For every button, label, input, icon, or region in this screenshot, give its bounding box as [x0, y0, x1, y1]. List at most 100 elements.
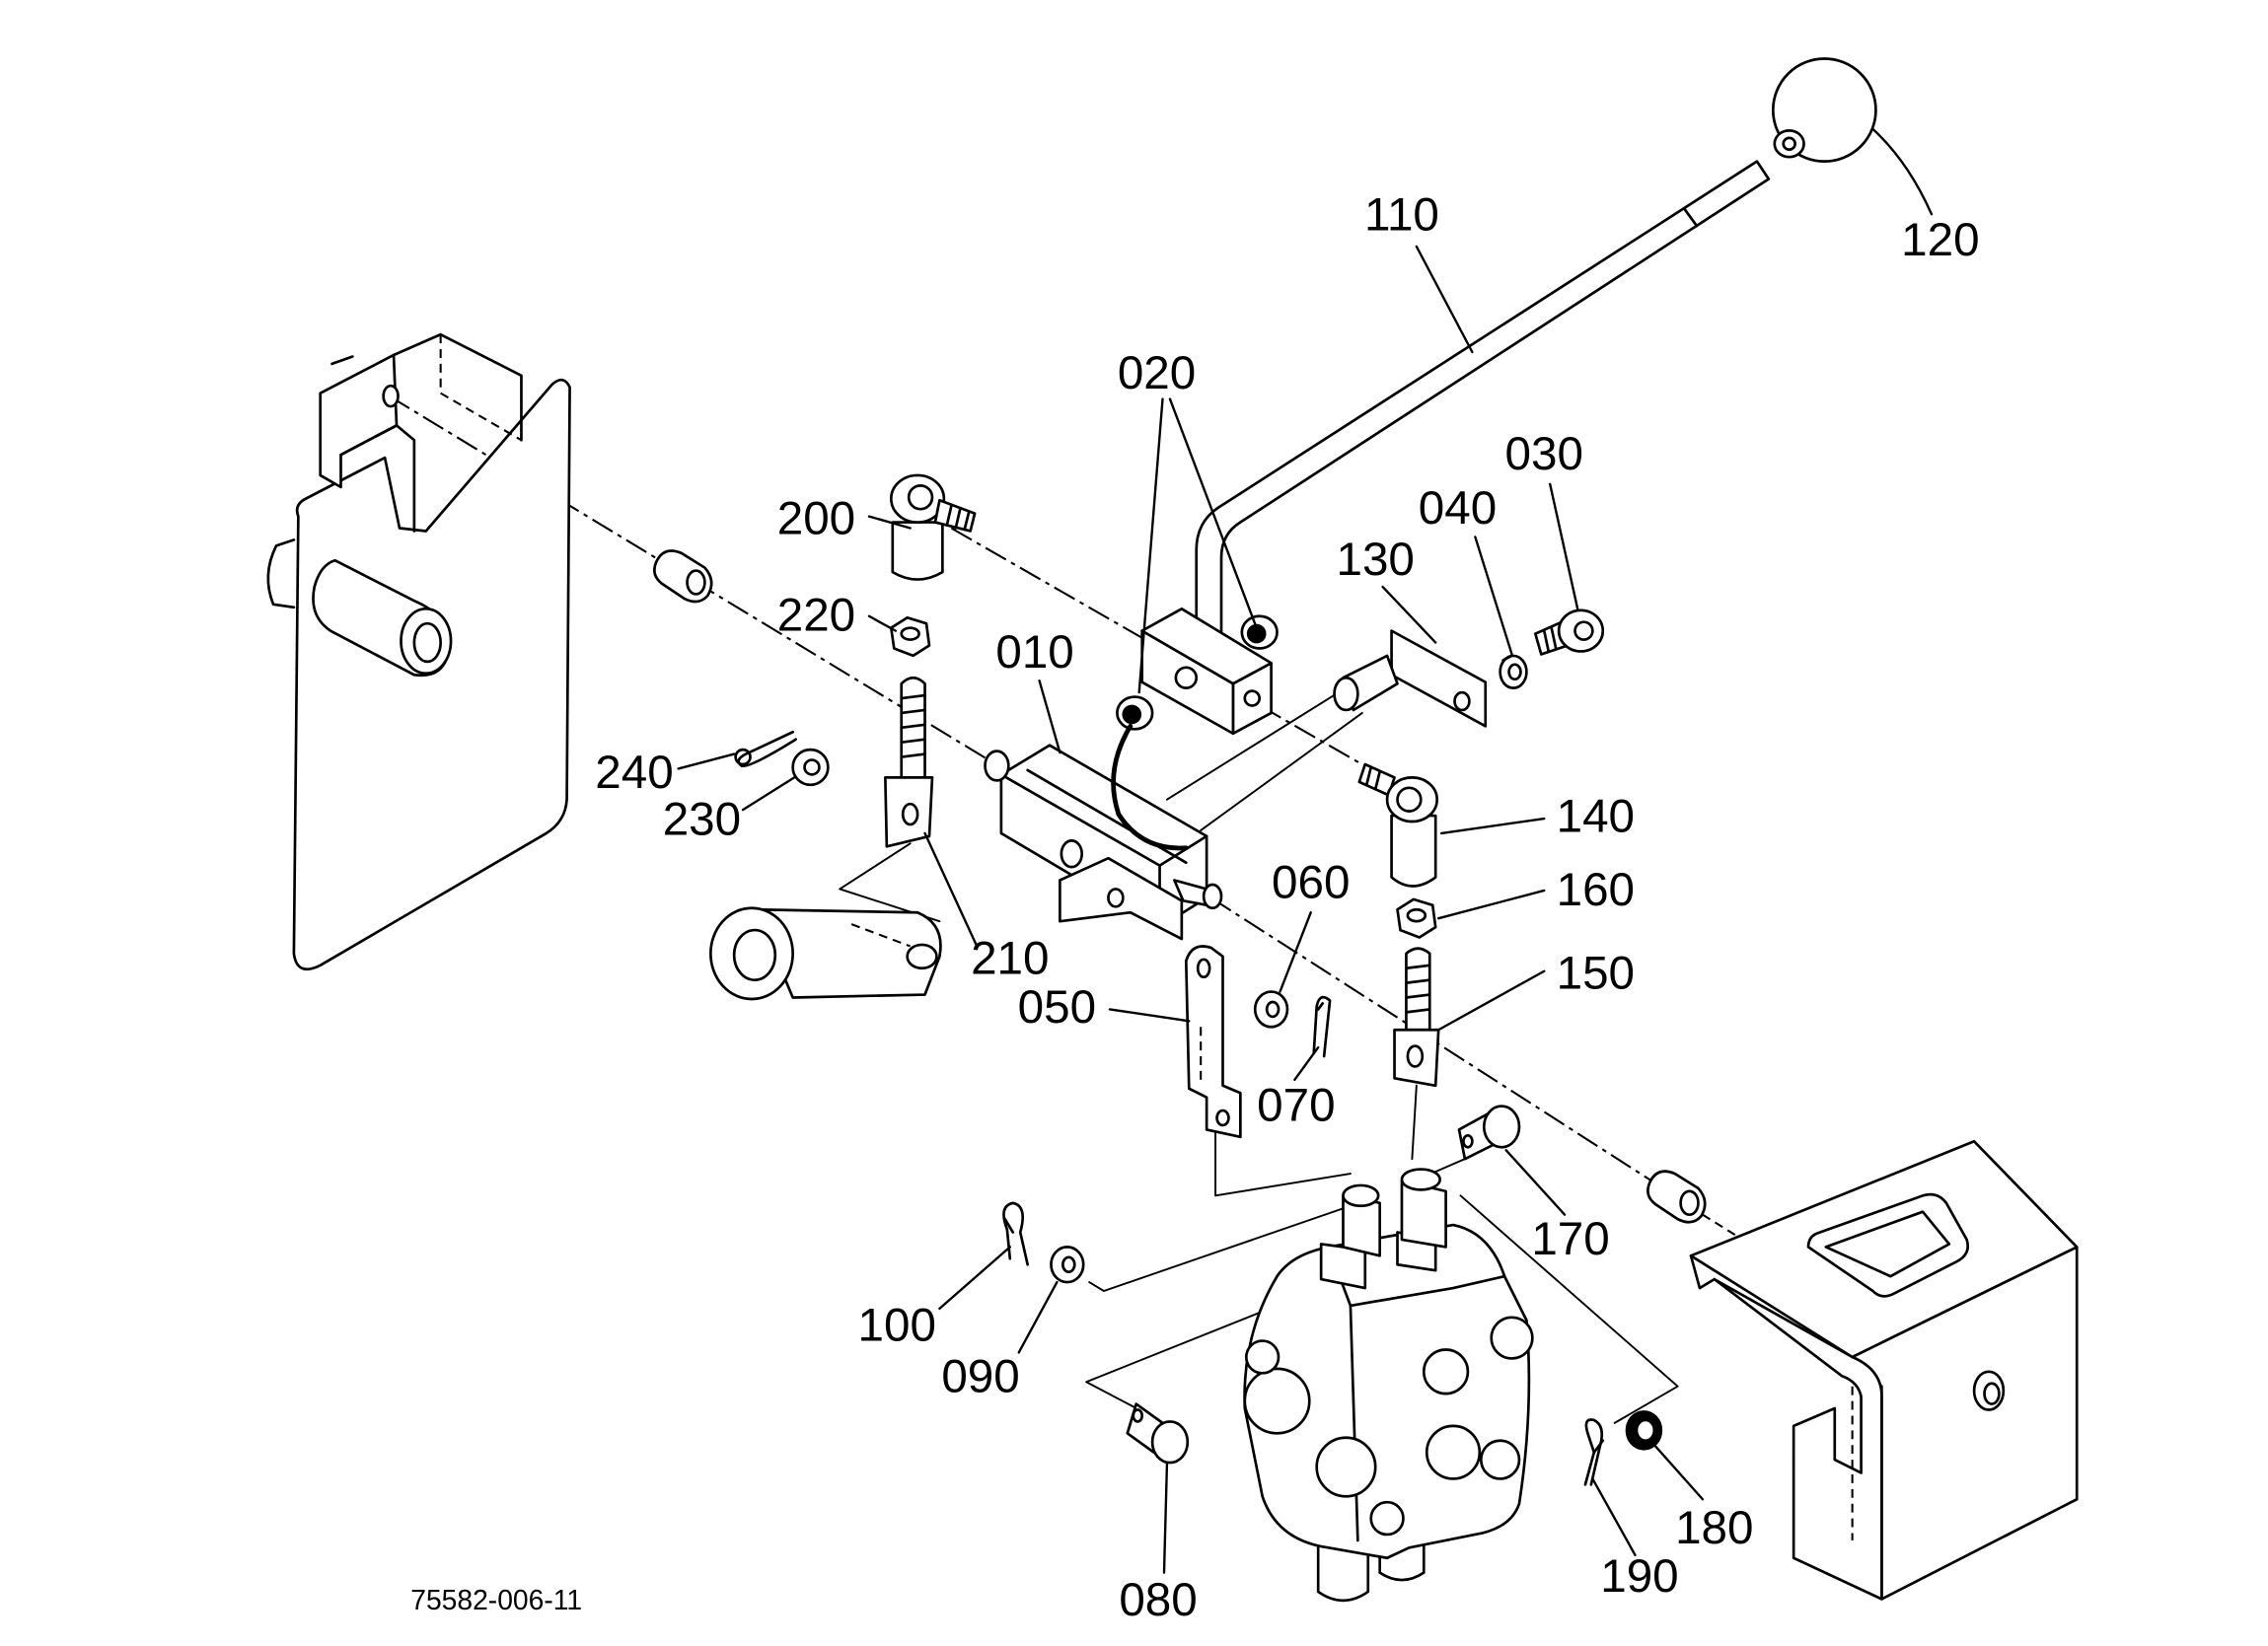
- pivot-pin-left: [984, 750, 1010, 782]
- bracket-channel-floor: [339, 424, 416, 533]
- valve-port-2: [1315, 1436, 1377, 1498]
- ball-joint-140-ball: [1396, 786, 1423, 813]
- callout-120: 120: [1901, 214, 1979, 266]
- ball-joint-140: [1357, 762, 1439, 888]
- valve-port-5: [1422, 1348, 1470, 1396]
- pin-080-line: [1085, 1287, 1323, 1412]
- leader-120: [1871, 127, 1934, 216]
- lever-rod: [1195, 160, 1771, 653]
- knob-neck: [1773, 129, 1805, 159]
- ball-joint-200-thread: [945, 504, 971, 532]
- bolt-030-socket: [1573, 620, 1594, 641]
- leader-150: [1436, 969, 1546, 1032]
- valve-port-4: [1479, 1439, 1521, 1480]
- leader-160: [1436, 889, 1546, 920]
- valve-spool-top-left: [1342, 1183, 1380, 1208]
- clip-100-body: [1002, 1201, 1029, 1266]
- block-front-hole: [1174, 666, 1199, 689]
- valve-spool-top-right: [1400, 1168, 1441, 1191]
- leader-220: [867, 614, 897, 632]
- callout-050: 050: [1018, 981, 1096, 1034]
- bolt-030: [1533, 608, 1605, 656]
- cotter-pin-070-body: [1312, 995, 1332, 1058]
- valve-port-3: [1425, 1424, 1482, 1480]
- nut-160: [1396, 897, 1437, 939]
- leader-210: [923, 831, 978, 947]
- plate-130-pin-end: [1333, 676, 1359, 712]
- leader-130: [1381, 585, 1437, 644]
- link-050-lower-hole: [1215, 1109, 1230, 1127]
- leader-230: [741, 776, 796, 812]
- washer-090-bore: [1061, 1255, 1076, 1274]
- callout-070: 070: [1257, 1079, 1335, 1131]
- link-050: [1184, 945, 1242, 1139]
- leader-200: [867, 515, 912, 530]
- rod-150-stud: [1405, 947, 1431, 1032]
- leader-040: [1474, 536, 1513, 656]
- leader-170: [1504, 1149, 1567, 1216]
- pivot-bracket-010: [984, 744, 1223, 941]
- link-050-bar: [1184, 945, 1242, 1139]
- pivot-tab-hole: [1107, 888, 1125, 908]
- callout-030: 030: [1505, 428, 1583, 480]
- pin-080-hole: [1132, 1408, 1144, 1423]
- callout-220: 220: [777, 590, 855, 642]
- bracket-channel-right: [392, 332, 523, 442]
- lower-arm-hidden: [850, 923, 912, 948]
- washer-090: [1050, 1246, 1085, 1284]
- return-spring: [1111, 723, 1189, 851]
- ball-joint-200-ball: [907, 484, 934, 511]
- callout-150: 150: [1557, 948, 1635, 1000]
- ball-joint-140-socket: [1385, 776, 1439, 823]
- ball-joint-200-socket: [889, 473, 946, 524]
- lever-110: [1195, 160, 1771, 653]
- plate-130-body: [1390, 629, 1488, 728]
- callout-160: 160: [1557, 864, 1635, 916]
- leader-100: [938, 1246, 1011, 1311]
- leader-010: [1038, 680, 1061, 754]
- nut-220-bore: [900, 626, 920, 641]
- bushing-left: [653, 549, 713, 604]
- cotter-pin-240-body: [737, 730, 797, 768]
- rod-210-clevis-hole: [901, 802, 919, 826]
- left-mounting-bracket: [266, 332, 571, 971]
- rod-150-thread: [1405, 964, 1431, 1014]
- block-top-face: [1140, 607, 1273, 685]
- link-to-valve-line: [1214, 1131, 1352, 1197]
- valve-port-7: [1244, 1339, 1280, 1375]
- valve-port-bottom-left: [1316, 1539, 1370, 1603]
- nut-220: [889, 615, 931, 658]
- callout-200: 200: [777, 492, 855, 544]
- nut-160-bore: [1406, 907, 1427, 923]
- lower-arm-body: [755, 907, 942, 999]
- ball-joint-200: [889, 473, 977, 581]
- leader-030: [1549, 482, 1579, 611]
- callout-180: 180: [1675, 1502, 1753, 1554]
- rod-210-thread: [900, 693, 926, 758]
- lever-grip-mark: [1683, 208, 1699, 228]
- block-side-hole: [1243, 689, 1262, 707]
- bushing-left-bore: [686, 569, 706, 596]
- callout-170: 170: [1531, 1213, 1609, 1265]
- bushing-right: [1646, 1170, 1707, 1224]
- clip-190-body: [1583, 1418, 1605, 1486]
- leader-090: [1017, 1280, 1059, 1354]
- washer-090-ring: [1050, 1246, 1085, 1284]
- bushing-right-bore: [1679, 1189, 1700, 1217]
- bushing-left-body: [653, 549, 713, 604]
- box-lip: [1689, 1253, 1717, 1290]
- valve-port-1: [1243, 1367, 1311, 1435]
- knob-bore: [1782, 136, 1796, 152]
- pivot-pin-right-end: [1202, 883, 1223, 910]
- plate-130: [1333, 629, 1488, 728]
- callout-100: 100: [858, 1300, 936, 1352]
- washer-230: [791, 748, 830, 787]
- box-top-window-inner: [1824, 1210, 1951, 1278]
- callout-020: 020: [1118, 347, 1196, 399]
- callout-240: 240: [595, 747, 673, 799]
- washer-040-bore: [1507, 663, 1522, 681]
- pivot-front-hole: [1060, 839, 1084, 869]
- leader-070: [1293, 1045, 1320, 1082]
- rod-150-clevis-hole: [1406, 1044, 1425, 1068]
- leader-060: [1279, 911, 1312, 993]
